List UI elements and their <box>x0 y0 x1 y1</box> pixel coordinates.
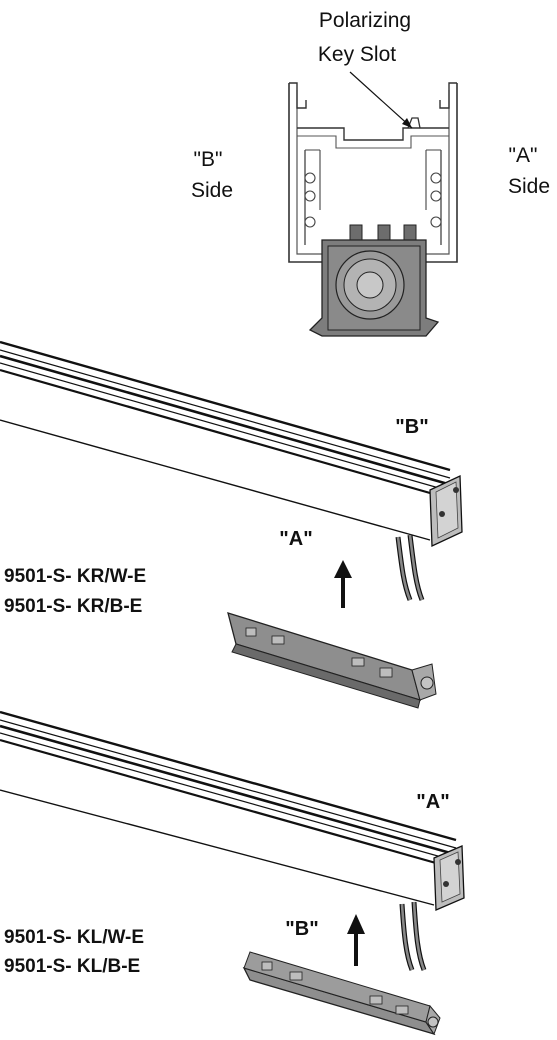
part-number-kr-w: 9501-S- KR/W-E <box>4 566 146 587</box>
connector-label-left: "B" <box>285 918 318 940</box>
polarizing-label-line1: Polarizing <box>319 9 411 32</box>
a-side-label-line2: Side <box>508 175 550 198</box>
extrusion-left-assembly <box>0 710 465 971</box>
polarizing-label-line2: Key Slot <box>318 43 396 66</box>
arrow-up-icon <box>334 560 352 608</box>
a-side-label-line1: "A" <box>509 144 538 167</box>
end-label-right: "B" <box>395 416 428 438</box>
extrusion-right-assembly <box>0 340 463 601</box>
part-number-kr-b: 9501-S- KR/B-E <box>4 596 142 617</box>
b-side-label-line1: "B" <box>194 148 223 171</box>
part-number-kl-w: 9501-S- KL/W-E <box>4 927 144 948</box>
arrow-up-icon <box>347 914 365 966</box>
profile-cross-section <box>288 82 458 263</box>
connector-left-strip <box>242 951 441 1036</box>
end-label-left: "A" <box>416 791 449 813</box>
polarizing-leader-line <box>349 71 413 129</box>
part-number-kl-b: 9501-S- KL/B-E <box>4 956 140 977</box>
connector-right-strip <box>227 612 437 709</box>
connector-end-view <box>308 224 440 337</box>
b-side-label-line2: Side <box>191 179 233 202</box>
connector-label-right: "A" <box>279 528 312 550</box>
